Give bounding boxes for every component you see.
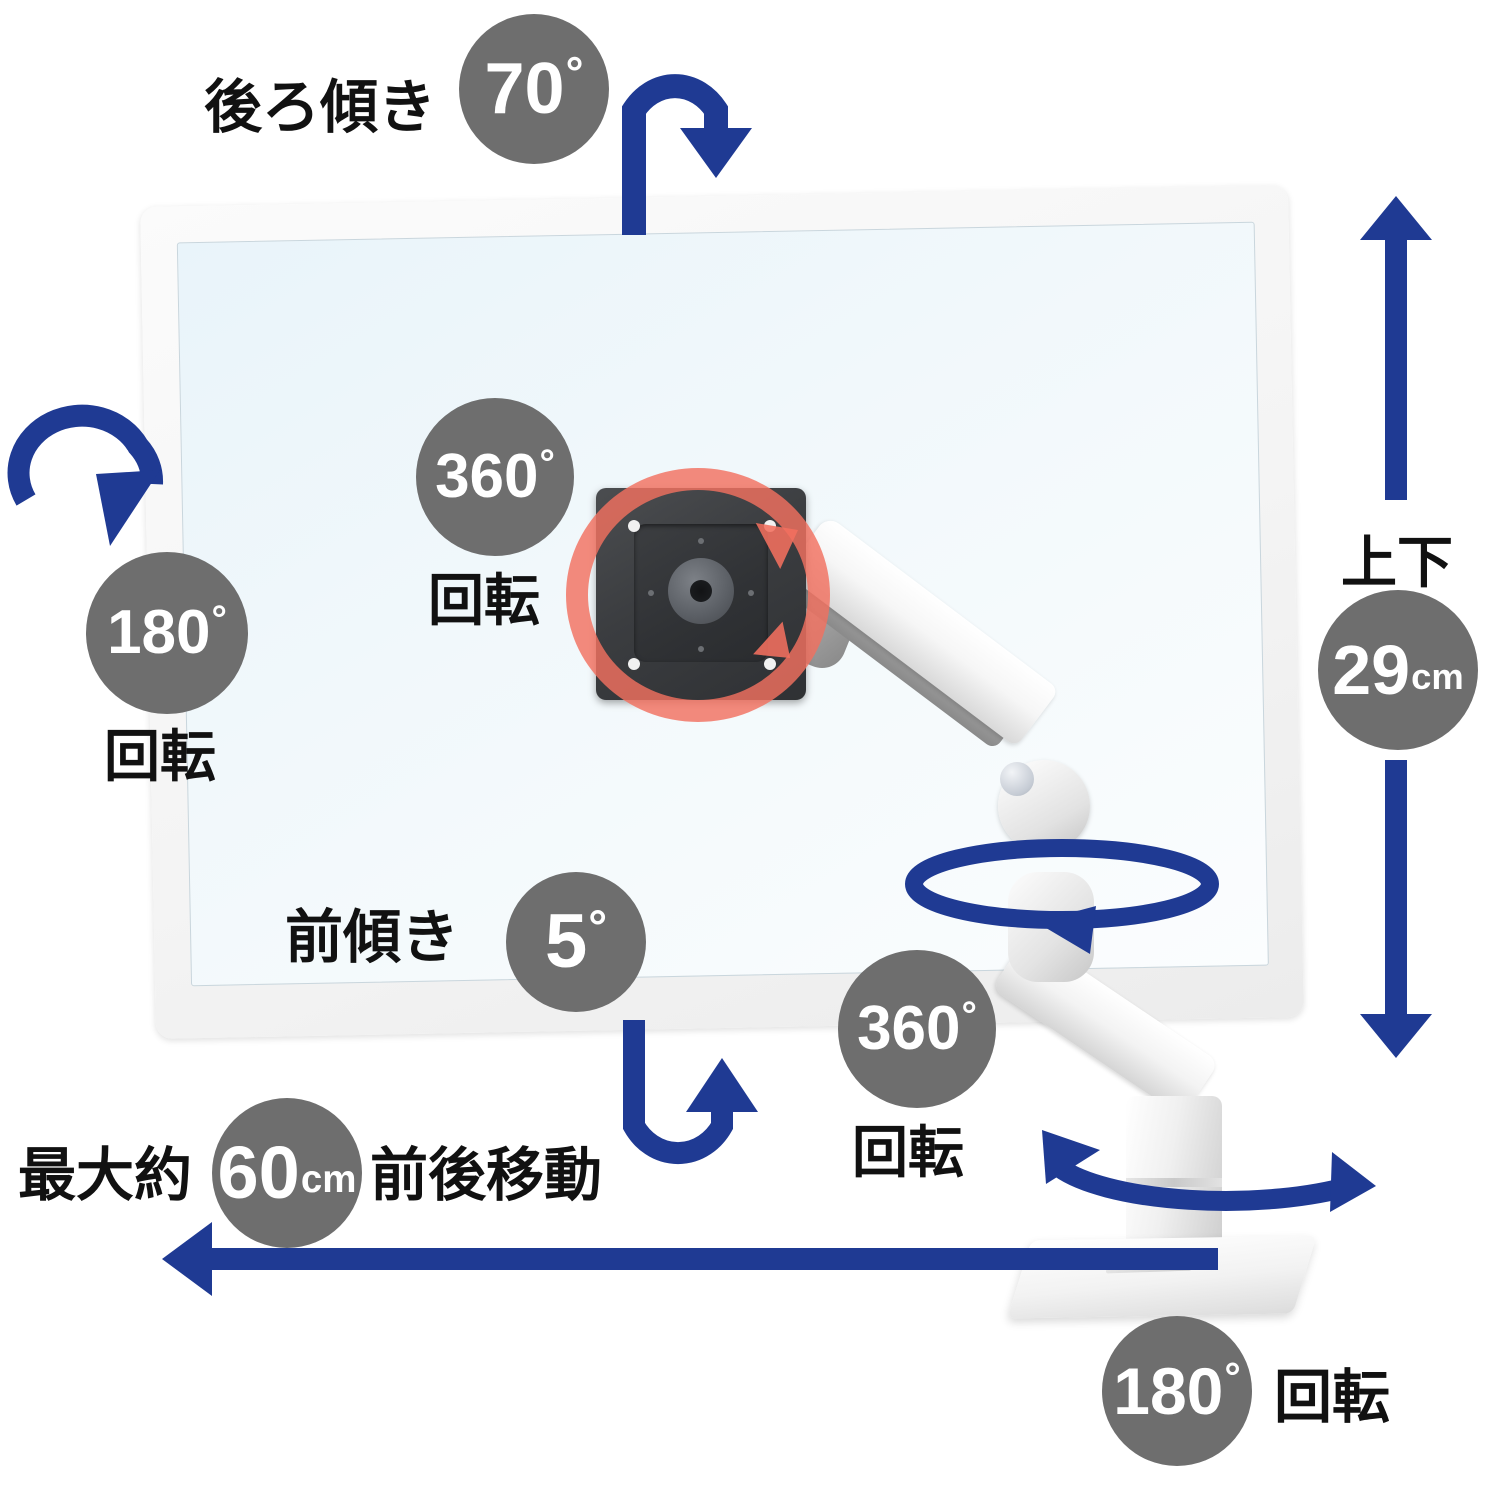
front-tilt-value: 5 (544, 899, 588, 984)
screen-rotate-label: 回転 (428, 569, 540, 634)
desk-base-plate (1007, 1235, 1317, 1319)
base-rotate-badge: 180° (1102, 1316, 1252, 1466)
screen-rotate-value: 360 (435, 442, 539, 511)
screen-rotate-badge: 360° (416, 398, 574, 556)
arm-middle-joint (1008, 872, 1094, 982)
back-tilt-label: 後ろ傾き (204, 73, 437, 141)
depth-travel-suffix-label: 前後移動 (370, 1141, 603, 1209)
degree-symbol-icon: ° (1224, 1354, 1241, 1401)
front-tilt-badge: 5° (506, 872, 646, 1012)
degree-symbol-icon: ° (211, 598, 227, 642)
degree-symbol-icon: ° (539, 442, 555, 486)
degree-symbol-icon: ° (961, 994, 977, 1038)
height-adjust-label: 上下 (1341, 531, 1453, 596)
depth-travel-unit: cm (300, 1157, 357, 1201)
back-tilt-badge: 70° (459, 14, 609, 164)
depth-travel-prefix-label: 最大約 (18, 1141, 193, 1209)
left-rotate-label: 回転 (104, 725, 216, 790)
arm-tension-button (1000, 762, 1034, 796)
base-post (1126, 1096, 1222, 1246)
left-rotate-badge: 180° (86, 552, 248, 714)
base-rotate-value: 180 (1113, 1354, 1224, 1428)
arm-rotate-value: 360 (857, 994, 961, 1063)
arm-rotate-label: 回転 (852, 1121, 964, 1186)
arm-rotate-badge: 360° (838, 950, 996, 1108)
height-adjust-unit: cm (1411, 655, 1464, 697)
depth-travel-value: 60 (217, 1131, 300, 1214)
left-rotate-value: 180 (107, 598, 211, 667)
height-adjust-value: 29 (1332, 631, 1411, 709)
degree-symbol-icon: ° (565, 49, 584, 99)
back-tilt-value: 70 (484, 49, 565, 129)
base-rotate-label: 回転 (1274, 1363, 1391, 1431)
front-tilt-label: 前傾き (285, 903, 460, 971)
vesa-rotation-ring-icon (566, 468, 830, 722)
degree-symbol-icon: ° (588, 900, 608, 954)
base-post-ring (1126, 1178, 1222, 1187)
